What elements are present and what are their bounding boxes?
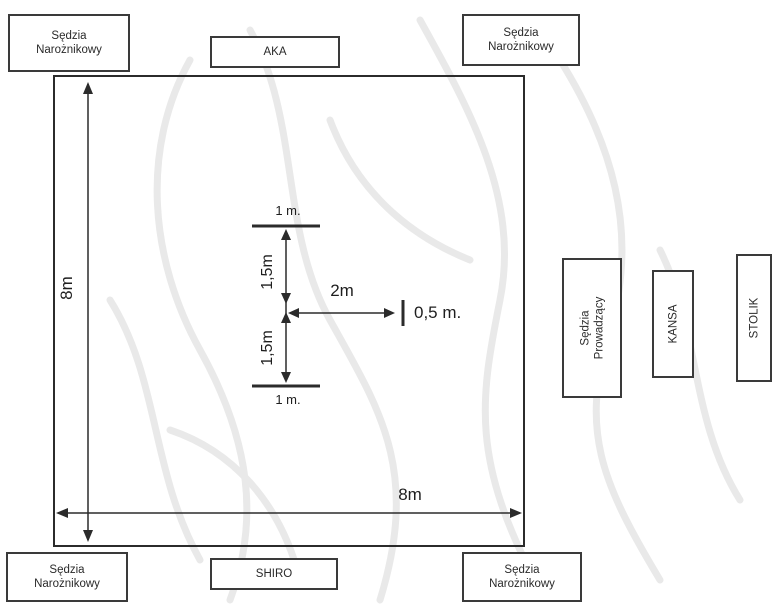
- corner-judge-bottom-right: Sędzia Narożnikowy: [462, 552, 582, 602]
- gap-top-label: 1,5m: [259, 254, 276, 290]
- aka-label: AKA: [263, 46, 287, 58]
- height-dimension-label: 8m: [57, 276, 76, 300]
- stolik-label: STOLIK: [748, 297, 761, 339]
- shiro-box: SHIRO: [210, 558, 338, 590]
- aka-box: AKA: [210, 36, 340, 68]
- corner-judge-bottom-right-label: Sędzia Narożnikowy: [489, 564, 555, 590]
- competition-area: [53, 75, 525, 547]
- corner-judge-bottom-left: Sędzia Narożnikowy: [6, 552, 128, 602]
- corner-judge-bottom-left-label: Sędzia Narożnikowy: [34, 564, 100, 590]
- corner-judge-top-right: Sędzia Narożnikowy: [462, 14, 580, 66]
- referee-distance: [288, 308, 395, 318]
- corner-judge-top-left: Sędzia Narożnikowy: [8, 14, 130, 72]
- referee-label: Sędzia Prowadzący: [579, 296, 606, 360]
- referee-box: Sędzia Prowadzący: [562, 258, 622, 398]
- shiro-label: SHIRO: [255, 568, 293, 580]
- corner-judge-top-right-label: Sędzia Narożnikowy: [488, 27, 554, 53]
- referee-mark-label: 0,5 m.: [414, 303, 461, 322]
- height-dimension: [83, 82, 93, 542]
- width-dimension-label: 8m: [398, 485, 422, 504]
- stolik-box: STOLIK: [736, 254, 772, 382]
- start-line-top-label: 1 m.: [275, 203, 300, 218]
- width-dimension: [56, 508, 522, 518]
- corner-judge-top-left-label: Sędzia Narożnikowy: [36, 30, 102, 56]
- gap-dimensions: [281, 229, 291, 383]
- start-line-bottom-label: 1 m.: [275, 392, 300, 407]
- kansa-box: KANSA: [652, 270, 694, 378]
- kansa-label: KANSA: [667, 304, 679, 344]
- referee-distance-label: 2m: [330, 281, 354, 300]
- gap-bottom-label: 1,5m: [259, 330, 276, 366]
